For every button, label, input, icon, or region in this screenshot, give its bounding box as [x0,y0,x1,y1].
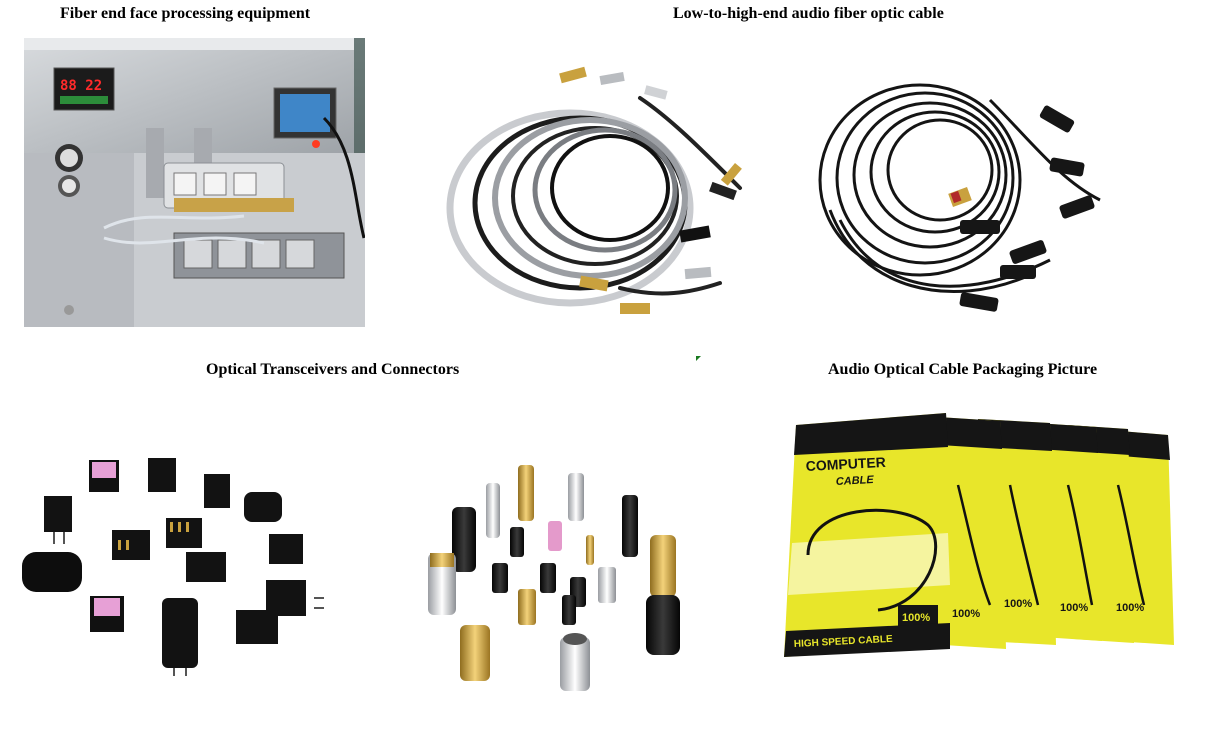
photo-optical-transceivers [14,448,336,680]
photo-audio-fiber-cables [440,58,780,330]
controller-readout: 88 22 [60,78,102,94]
package-brand: COMPUTER [805,454,886,474]
photo-cable-packaging: COMPUTER CABLE 100% HIGH SPEED CABLE 100… [778,405,1178,667]
package-brand-sub: CABLE [836,474,875,488]
caption-packaging: Audio Optical Cable Packaging Picture [828,361,1098,378]
caption-equipment: Fiber end face processing equipment [60,5,311,22]
package-badge: 100% [902,612,930,624]
caption-transceivers: Optical Transceivers and Connectors [206,361,460,378]
photo-fiber-processing-equipment: 88 22 [24,38,365,327]
photo-optical-connectors [410,455,706,695]
corner-mark [696,356,701,361]
package-footer: HIGH SPEED CABLE [794,634,894,650]
package-badge-2: 100% [952,608,980,620]
caption-cables: Low-to-high-end audio fiber optic cable [673,5,944,22]
package-badge-5: 100% [1116,602,1144,614]
package-badge-4: 100% [1060,602,1088,614]
photo-black-fiber-cables [800,60,1130,325]
package-badge-3: 100% [1004,598,1032,610]
